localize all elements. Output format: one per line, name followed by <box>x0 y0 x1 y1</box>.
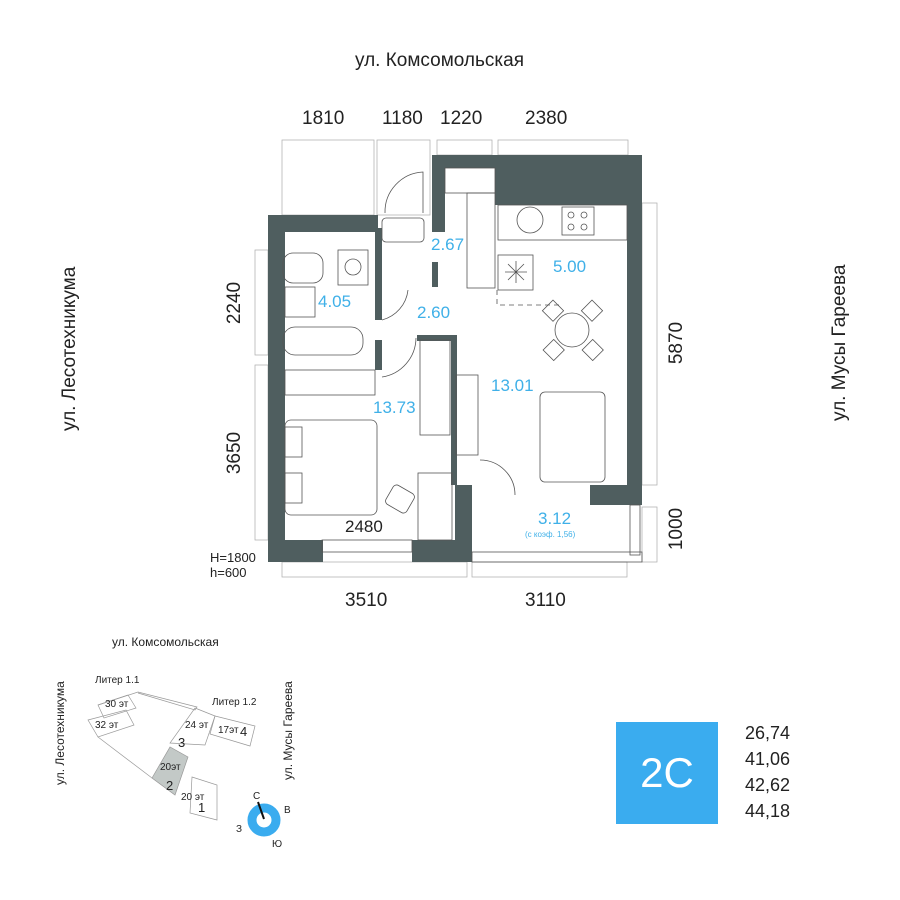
entry-door-swing <box>384 171 424 214</box>
shoe-bench <box>381 217 425 243</box>
section-1: 1 <box>198 800 205 815</box>
wardrobe <box>466 192 496 289</box>
toilet <box>282 252 324 284</box>
area-total: 41,06 <box>745 749 791 769</box>
area-with-balcony-coef: 42,62 <box>745 775 791 795</box>
shower-sink <box>284 286 316 318</box>
buildings <box>87 691 256 821</box>
area-kitchen: 5.00 <box>553 257 586 276</box>
bathtub <box>282 326 364 356</box>
compass-s: Ю <box>272 839 282 850</box>
liter-1-1: Литер 1.1 <box>95 675 140 686</box>
dim-bottom-1: 3510 <box>345 590 388 611</box>
balcony-note: (с коэф. 1,56) <box>525 530 576 539</box>
area-living: 13.01 <box>491 376 534 395</box>
site-street-top: ул. Комсомольская <box>112 635 219 649</box>
window <box>321 539 413 553</box>
fridge <box>497 254 534 291</box>
site-plan: ул. Комсомольская ул. Лесотехникума ул. … <box>53 635 295 850</box>
compass-e: В <box>284 805 291 816</box>
sofa <box>539 391 606 483</box>
dim-top-4: 2380 <box>525 108 568 129</box>
dim-bottom-2: 3110 <box>525 590 566 611</box>
bed <box>284 419 378 516</box>
area-hallway: 2.60 <box>417 303 450 322</box>
floor-plan: 2.67 5.00 4.05 2.60 13.01 13.73 3.12 (с … <box>254 139 658 578</box>
floor-20: 20 эт <box>181 792 205 803</box>
floor-17: 17эт <box>218 725 239 736</box>
section-3: 3 <box>178 735 185 750</box>
liter-1-2: Литер 1.2 <box>212 697 257 708</box>
bedroom-wardrobe <box>419 339 451 436</box>
boiler <box>337 249 369 286</box>
balcony-glazing <box>471 551 643 563</box>
area-closet: 2.67 <box>431 235 464 254</box>
furniture <box>282 167 643 563</box>
desk <box>417 472 453 541</box>
unit-type-badge: 2C <box>616 722 718 824</box>
compass-n: С <box>253 791 260 802</box>
floor-32: 32 эт <box>95 720 119 731</box>
window-height-1: H=1800 <box>210 550 256 565</box>
section-4: 4 <box>240 724 247 739</box>
window-height-2: h=600 <box>210 565 247 580</box>
dim-bedroom: 2480 <box>345 517 383 536</box>
area-balcony: 3.12 <box>538 509 571 528</box>
walls <box>268 155 642 562</box>
floor-24: 24 эт <box>185 720 209 731</box>
dining-table <box>554 312 590 348</box>
area-living-total: 26,74 <box>745 723 791 743</box>
site-street-right: ул. Мусы Гареева <box>281 681 295 780</box>
floor-30: 30 эт <box>105 699 129 710</box>
stove <box>561 206 595 236</box>
floor-20-highlight: 20эт <box>160 762 181 773</box>
section-2: 2 <box>166 778 173 793</box>
chair <box>385 484 415 514</box>
dim-top-1: 1810 <box>302 108 345 129</box>
compass-icon: С В З Ю <box>236 791 291 850</box>
dim-top-3: 1220 <box>440 108 483 129</box>
street-top: ул. Комсомольская <box>355 50 524 71</box>
compass-w: З <box>236 824 242 835</box>
unit-areas: 26,74 41,06 42,62 44,18 <box>745 720 790 824</box>
sink <box>516 206 544 234</box>
area-bathroom: 4.05 <box>318 292 351 311</box>
area-with-balcony: 44,18 <box>745 801 791 821</box>
bathroom-door <box>381 289 409 321</box>
site-street-left: ул. Лесотехникума <box>53 681 67 785</box>
balcony-door <box>479 459 516 496</box>
dim-top-2: 1180 <box>382 108 423 129</box>
area-bedroom: 13.73 <box>373 398 416 417</box>
tv-stand <box>455 374 479 456</box>
